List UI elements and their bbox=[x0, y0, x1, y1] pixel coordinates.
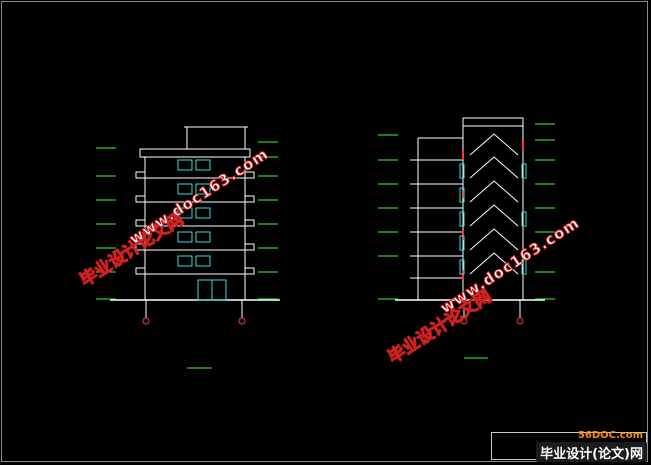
elevation-windows bbox=[177, 159, 211, 267]
section-cut-lines bbox=[462, 140, 524, 280]
logo-text: 毕业设计(论文)网 bbox=[540, 446, 643, 462]
elevation-level-marks bbox=[96, 141, 278, 300]
roof-bulkhead bbox=[186, 126, 246, 150]
section-level-marks bbox=[378, 123, 555, 300]
section-windows bbox=[459, 163, 527, 275]
parapet bbox=[139, 148, 251, 158]
logo-site: 56DOC.com bbox=[577, 430, 643, 441]
elevation-view bbox=[110, 126, 280, 325]
site-logo: 毕业设计(论文)网 bbox=[536, 442, 647, 462]
